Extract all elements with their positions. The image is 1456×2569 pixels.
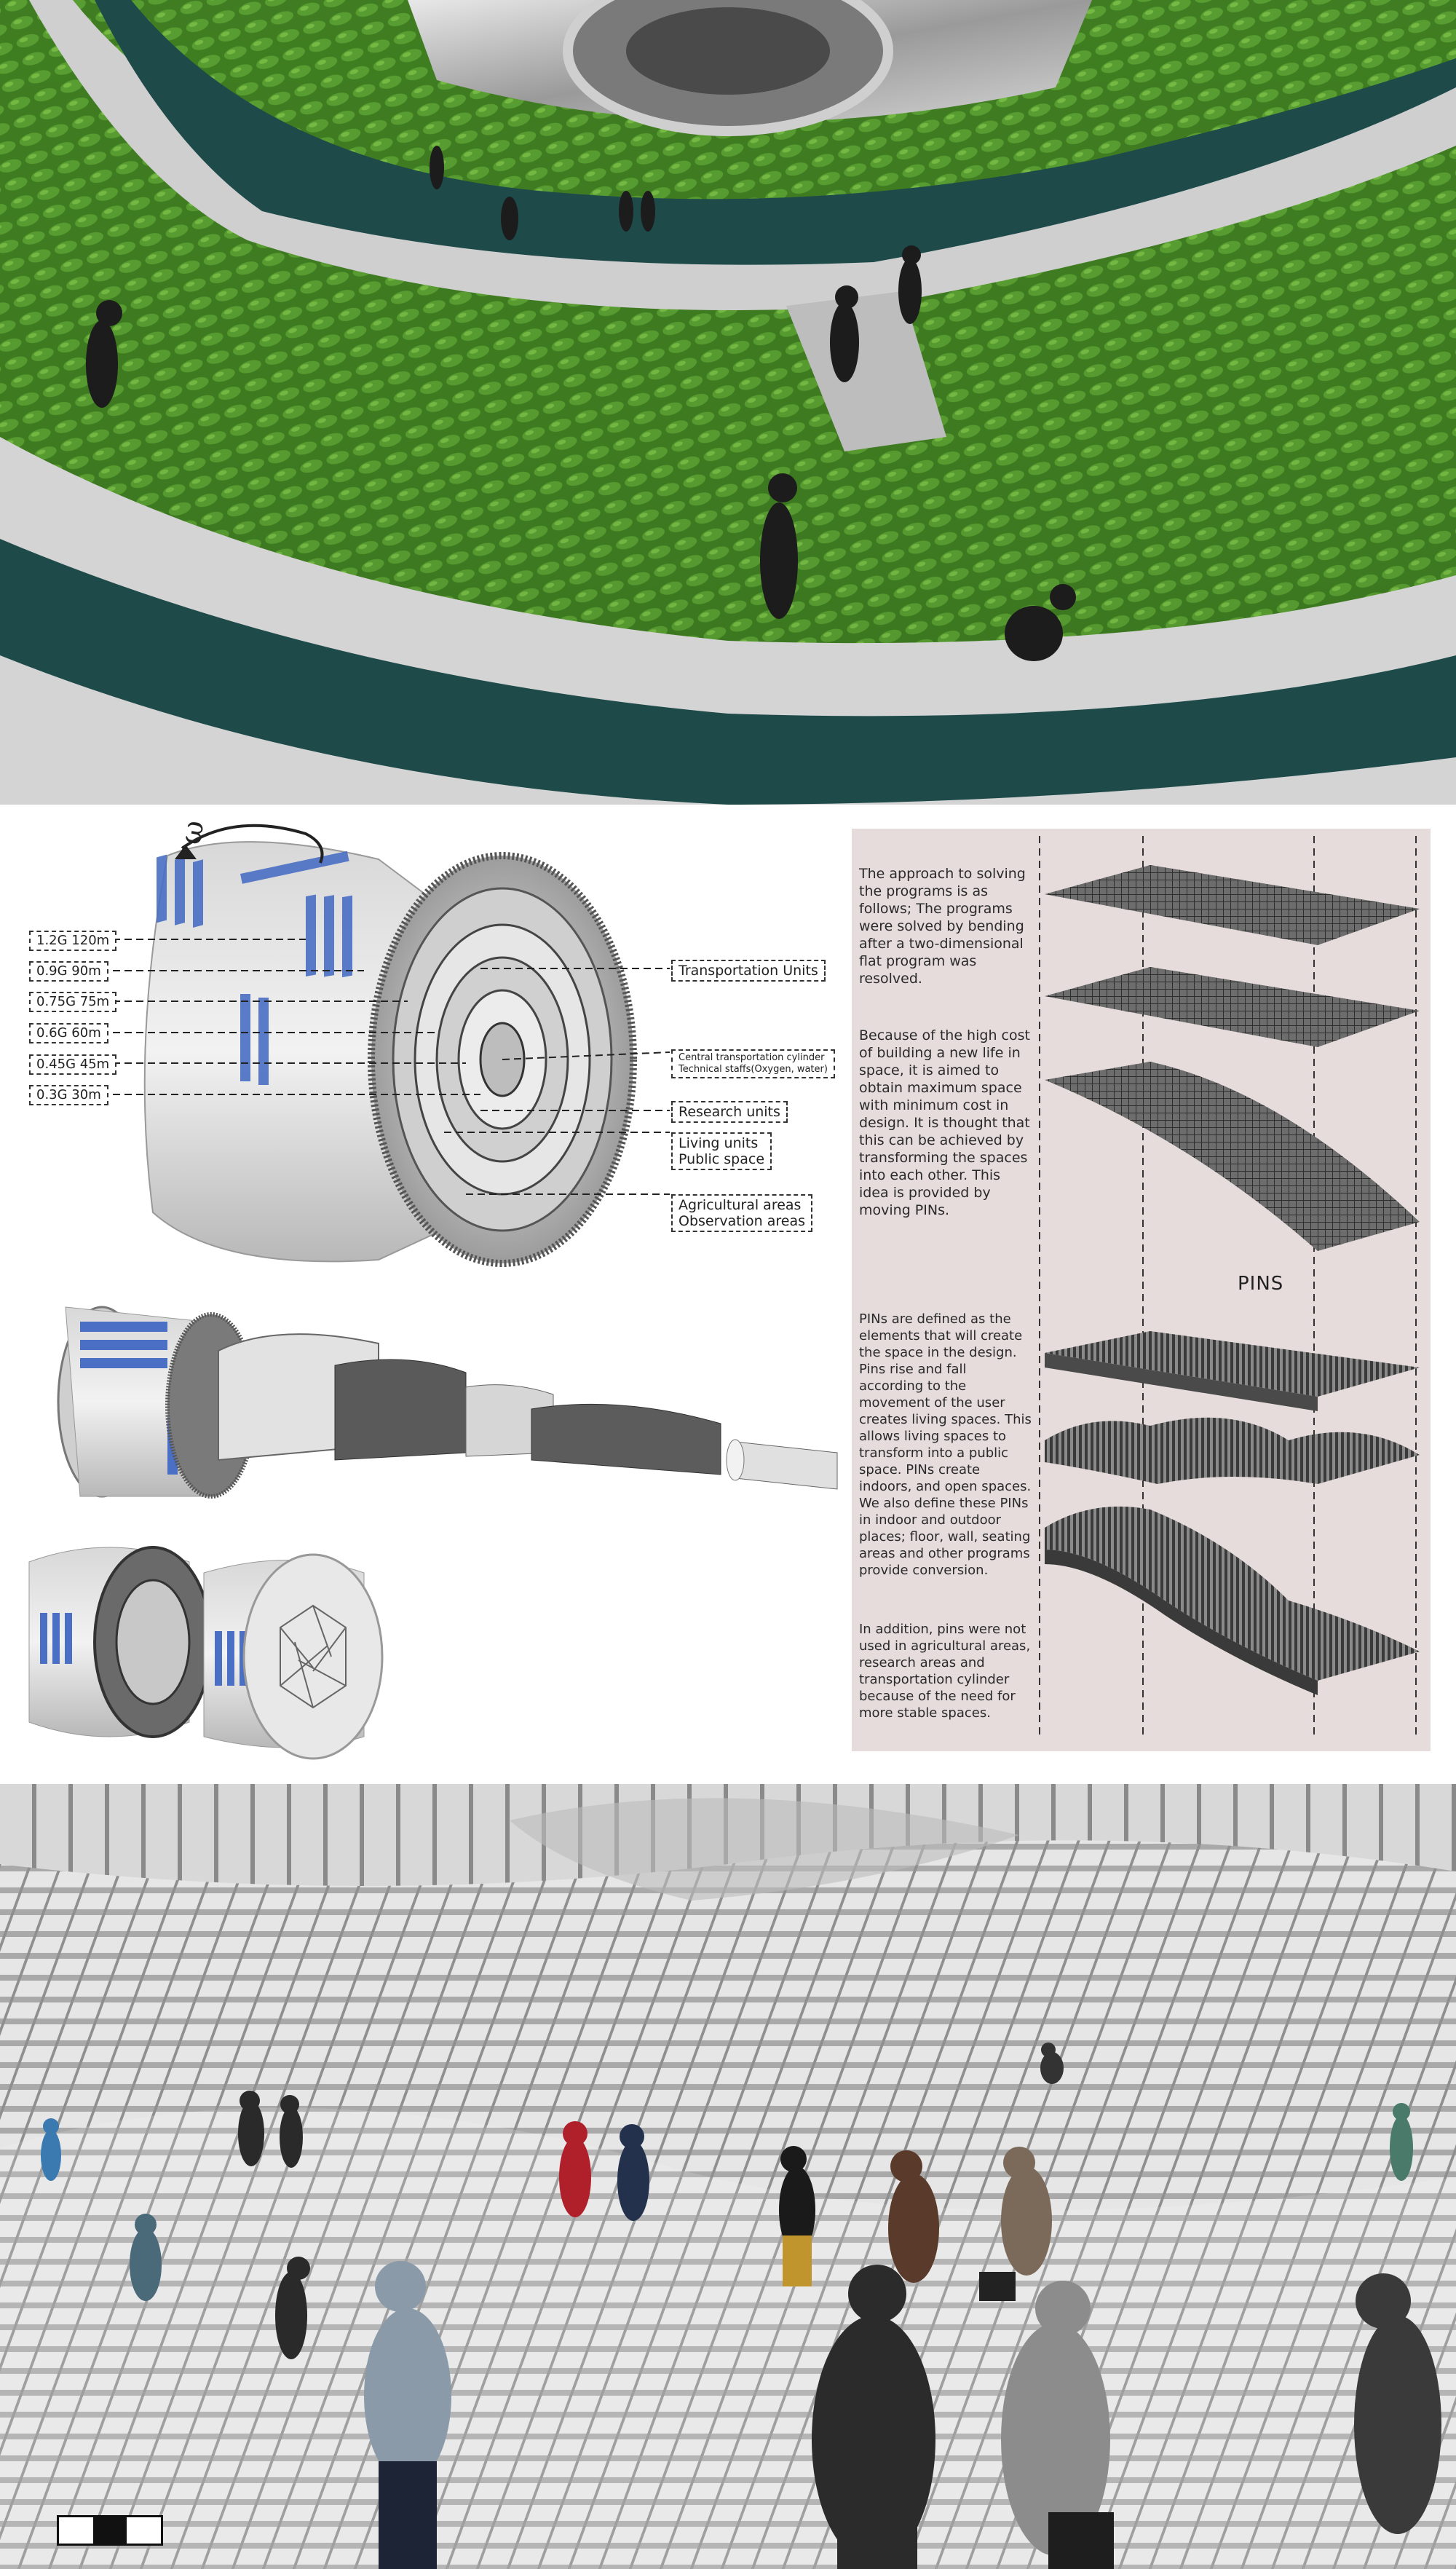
pins-label: PINS — [1238, 1273, 1284, 1295]
callout-central-cylinder-line1: Central transportation cylinder — [678, 1052, 825, 1063]
dimension-label-75m: 0.75G 75m — [29, 992, 117, 1012]
callout-living-units: Living units — [678, 1135, 759, 1151]
dimension-label-90m: 0.9G 90m — [29, 961, 108, 982]
pins-paragraph-3: PINs are defined as the elements that wi… — [859, 1311, 1032, 1578]
callout-agricultural-observation: Agricultural areas Observation areas — [671, 1194, 813, 1232]
callout-agricultural-areas: Agricultural areas — [678, 1197, 802, 1213]
callout-central-cylinder-line2: Technical staffs(Oxygen, water) — [678, 1064, 828, 1075]
dimension-label-45m: 0.45G 45m — [29, 1054, 117, 1075]
cylinder-diagram: ω — [28, 818, 838, 1760]
pins-diagram — [1039, 836, 1420, 1739]
dimension-label-60m: 0.6G 60m — [29, 1023, 108, 1043]
pins-paragraph-2: Because of the high cost of building a n… — [859, 1027, 1030, 1218]
pins-paragraph-1: The approach to solving the programs is … — [859, 866, 1026, 987]
dimension-label-120m: 1.2G 120m — [29, 931, 117, 951]
pins-paragraph-4: In addition, pins were not used in agric… — [859, 1622, 1031, 1721]
agricultural-ring-render — [0, 0, 1456, 805]
callout-research-units: Research units — [671, 1101, 788, 1123]
scale-bar — [57, 2515, 163, 2546]
callout-living-public: Living units Public space — [671, 1132, 772, 1170]
omega-symbol: ω — [174, 818, 211, 847]
callout-central-cylinder: Central transportation cylinder Technica… — [671, 1049, 835, 1078]
dimension-label-30m: 0.3G 30m — [29, 1085, 108, 1105]
pins-interior-render — [0, 1784, 1456, 2569]
callout-observation-areas: Observation areas — [678, 1213, 806, 1229]
callout-public-space: Public space — [678, 1151, 765, 1167]
callout-transportation-units: Transportation Units — [671, 960, 826, 982]
